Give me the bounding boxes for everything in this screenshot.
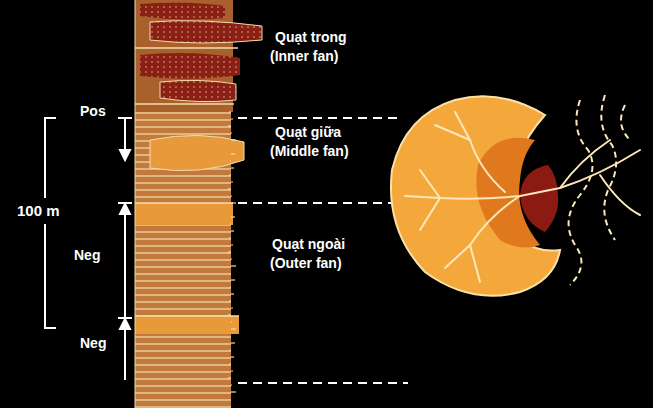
- zone-label: (Outer fan): [270, 256, 342, 271]
- bed-edge: [231, 244, 233, 245]
- zone-label: Quạt giữa: [275, 125, 341, 140]
- bed-edge: [231, 195, 232, 196]
- bed-edge: [231, 230, 234, 231]
- bed-edge: [228, 314, 231, 315]
- scale-label: 100 m: [14, 203, 63, 220]
- bed-edge: [231, 139, 236, 140]
- bed-edge: [229, 111, 231, 112]
- bed-edge: [231, 321, 232, 322]
- bed-edge: [228, 125, 231, 126]
- bed-edge: [231, 118, 233, 119]
- bed-edge: [231, 391, 236, 392]
- bed-edge: [230, 349, 231, 350]
- bed-edge: [231, 370, 233, 371]
- zone-boundary: [238, 118, 408, 383]
- trend-label: Pos: [80, 104, 106, 119]
- bed-edge: [231, 202, 236, 203]
- fan-plan: [391, 95, 640, 296]
- trend-arrow: [118, 118, 132, 380]
- trend-label: Neg: [74, 248, 100, 263]
- trend-label: Neg: [80, 336, 106, 351]
- bed-edge: [231, 293, 234, 294]
- bed-edge: [231, 342, 235, 343]
- bed-edge: [231, 384, 232, 385]
- bed-edge: [231, 328, 236, 329]
- bed-edge: [230, 223, 231, 224]
- bed-edge: [231, 265, 236, 266]
- bed-edge: [230, 286, 231, 287]
- bed-edge: [231, 132, 232, 133]
- bed-edge: [231, 167, 234, 168]
- zone-label: (Inner fan): [270, 49, 338, 64]
- bed-edge: [231, 181, 233, 182]
- bed-edge: [231, 307, 233, 308]
- bed-edge: [231, 153, 235, 154]
- zone-label: Quạt ngoài: [272, 237, 345, 252]
- bed-edge: [228, 188, 231, 189]
- bed-edge: [231, 279, 235, 280]
- bed-edge: [229, 237, 231, 238]
- bed-edge: [228, 377, 231, 378]
- bed-edge: [229, 174, 231, 175]
- bed-edge: [229, 300, 231, 301]
- bed-edge: [228, 251, 231, 252]
- bed-edge: [231, 258, 232, 259]
- zone-label: (Middle fan): [270, 144, 349, 159]
- bed-edge: [231, 356, 234, 357]
- bed-edge: [231, 216, 235, 217]
- scale-bracket: [45, 118, 56, 328]
- bed-edge: [229, 363, 231, 364]
- bed-edge: [230, 160, 231, 161]
- zone-label: Quạt trong: [275, 30, 347, 45]
